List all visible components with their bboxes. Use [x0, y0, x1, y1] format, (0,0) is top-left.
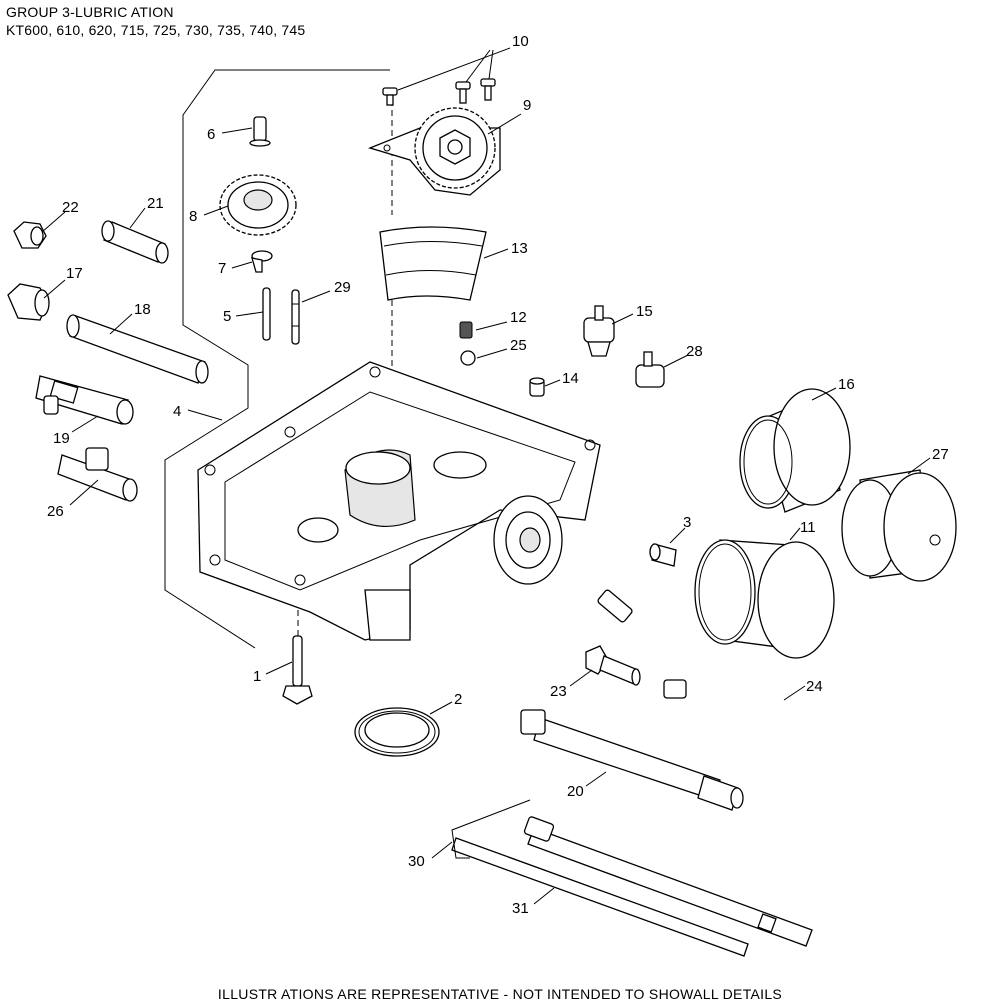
- part-18-tube: [66, 314, 209, 384]
- callout-8: 8: [189, 208, 197, 225]
- callout-24: 24: [806, 678, 823, 695]
- part-2-oil-seal: [354, 707, 440, 757]
- disclaimer-footer: ILLUSTR ATIONS ARE REPRESENTATIVE - NOT …: [217, 986, 783, 1002]
- part-26-drain-valve: [57, 447, 138, 502]
- diagram-title: GROUP 3-LUBRIC ATION: [6, 4, 174, 20]
- callout-17: 17: [66, 265, 83, 282]
- part-22-nut: [13, 221, 47, 249]
- part-1-bolt: [282, 635, 313, 705]
- part-24-hose: [597, 589, 787, 724]
- part-23-fitting: [585, 645, 641, 686]
- part-17-nut: [7, 283, 50, 321]
- part-31-dipstick: [451, 837, 749, 957]
- part-3-fitting: [649, 543, 677, 567]
- callout-2: 2: [454, 691, 462, 708]
- callout-23: 23: [550, 683, 567, 700]
- part-4-oil-pan: [197, 361, 601, 641]
- callout-6: 6: [207, 126, 215, 143]
- group-bracket-30: [451, 799, 531, 859]
- callout-3: 3: [683, 514, 691, 531]
- callout-31: 31: [512, 900, 529, 917]
- callout-30: 30: [408, 853, 425, 870]
- callout-7: 7: [218, 260, 226, 277]
- part-8-gear: [219, 174, 297, 236]
- callout-25: 25: [510, 337, 527, 354]
- callout-12: 12: [510, 309, 527, 326]
- callout-13: 13: [511, 240, 528, 257]
- model-list: KT600, 610, 620, 715, 725, 730, 735, 740…: [6, 22, 306, 38]
- callout-21: 21: [147, 195, 164, 212]
- callout-28: 28: [686, 343, 703, 360]
- callout-16: 16: [838, 376, 855, 393]
- callout-10: 10: [512, 33, 529, 50]
- callout-4: 4: [173, 403, 181, 420]
- part-10-screws: [382, 78, 496, 106]
- part-9-oil-pump: [368, 107, 501, 196]
- part-28-pressure-switch: [635, 351, 665, 388]
- callout-9: 9: [523, 97, 531, 114]
- part-25-ball: [460, 350, 476, 366]
- part-30-dipstick-tube: [523, 816, 813, 947]
- callout-14: 14: [562, 370, 579, 387]
- callout-1: 1: [253, 668, 261, 685]
- callout-5: 5: [223, 308, 231, 325]
- part-6-pin: [249, 116, 271, 147]
- part-11-oil-filter: [694, 539, 835, 659]
- callout-22: 22: [62, 199, 79, 216]
- callout-18: 18: [134, 301, 151, 318]
- callout-19: 19: [53, 430, 70, 447]
- part-29-pin: [291, 289, 300, 345]
- leader-lines: [41, 47, 931, 905]
- callout-26: 26: [47, 503, 64, 520]
- part-20-hose: [520, 709, 744, 811]
- group-bracket-4: [164, 69, 390, 649]
- part-16-oil-filter: [739, 388, 851, 513]
- callout-29: 29: [334, 279, 351, 296]
- part-15-pressure-switch: [583, 305, 615, 357]
- part-5-pin: [262, 287, 271, 341]
- part-21-sleeve: [101, 220, 169, 264]
- part-14-plug: [529, 377, 545, 397]
- part-7-clip: [251, 250, 273, 273]
- callout-15: 15: [636, 303, 653, 320]
- part-13-screen: [379, 226, 487, 301]
- part-12-spring: [459, 321, 473, 339]
- callout-20: 20: [567, 783, 584, 800]
- callout-11: 11: [800, 519, 816, 536]
- part-19-fitting: [35, 375, 134, 425]
- part-27-oil-filter: [841, 469, 957, 582]
- callout-27: 27: [932, 446, 949, 463]
